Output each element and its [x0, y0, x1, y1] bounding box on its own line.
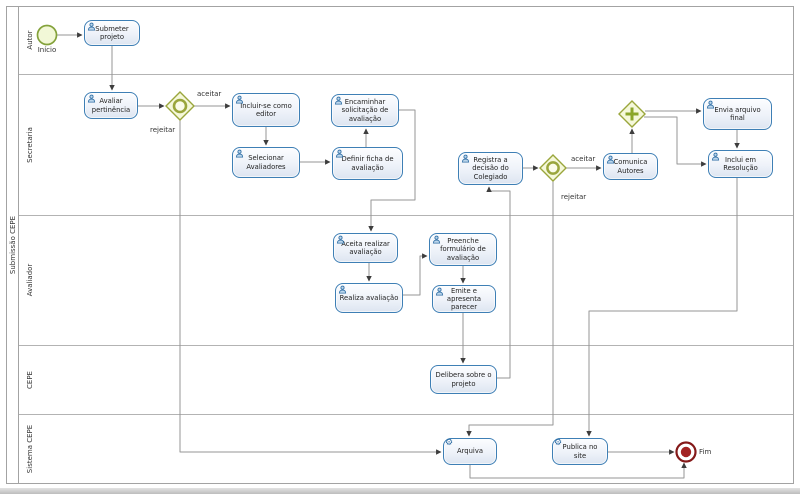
- task-emite-apresenta-parecer[interactable]: Emite e apresenta parecer: [432, 285, 496, 313]
- task-label: Envia arquivo final: [714, 105, 761, 122]
- task-label: Publica no site: [562, 443, 598, 460]
- user-icon: [706, 100, 715, 109]
- task-label: Incluir-se como editor: [240, 101, 292, 118]
- user-icon: [711, 152, 720, 161]
- task-submeter-projeto[interactable]: Submeter projeto: [84, 20, 140, 46]
- task-definir-ficha-avaliacao[interactable]: Definir ficha de avaliação: [332, 147, 403, 180]
- gateway-pertinencia[interactable]: [165, 91, 195, 121]
- user-icon: [335, 149, 344, 158]
- task-encaminhar-solicitacao[interactable]: Encaminhar solicitação de avaliação: [331, 94, 399, 127]
- gear-icon: ⚙: [554, 438, 563, 448]
- task-label: Aceita realizar avaliação: [341, 239, 390, 256]
- task-label: Encaminhar solicitação de avaliação: [341, 98, 389, 123]
- user-icon: [435, 287, 444, 296]
- pool-submissao-cepe: Submissão CEPE Autor Secretaria Avaliado…: [6, 6, 794, 484]
- start-event-label: Início: [37, 46, 57, 54]
- task-label: Emite e apresenta parecer: [446, 286, 482, 312]
- task-label: Preenche formulário de avaliação: [440, 237, 486, 262]
- task-avaliar-pertinencia[interactable]: Avaliar pertinência: [84, 92, 138, 119]
- lane-label-secretaria: Secretaria: [26, 127, 34, 163]
- task-label: Realiza avaliação: [339, 293, 399, 302]
- task-registra-decisao-colegiado[interactable]: Registra a decisão do Colegiado: [458, 152, 523, 185]
- task-envia-arquivo-final[interactable]: Envia arquivo final: [703, 98, 772, 130]
- flow-label-gw2-rejeitar: rejeitar: [561, 193, 587, 201]
- user-icon: [606, 155, 615, 164]
- lane-label-avaliador: Avaliador: [26, 264, 34, 297]
- user-icon: [461, 154, 470, 163]
- task-aceita-realizar-avaliacao[interactable]: Aceita realizar avaliação: [333, 233, 398, 263]
- user-icon: [235, 95, 244, 104]
- task-label: Avaliar pertinência: [91, 97, 131, 114]
- user-icon: [87, 22, 96, 31]
- user-icon: [336, 235, 345, 244]
- end-event-fim[interactable]: [675, 441, 697, 463]
- parallel-gateway[interactable]: [618, 100, 646, 128]
- task-selecionar-avaliadores[interactable]: Selecionar Avaliadores: [232, 147, 300, 178]
- pool-label-strip: Submissão CEPE: [7, 7, 19, 483]
- task-label: Selecionar Avaliadores: [246, 154, 286, 171]
- window-bottom-edge: [0, 488, 800, 494]
- task-label: Registra a decisão do Colegiado: [472, 156, 509, 181]
- lanes-container: Autor Secretaria Avaliador CEPE Sistema …: [19, 7, 793, 483]
- gateway-decisao-colegiado[interactable]: [539, 154, 567, 182]
- lane-label-sistema-cepe: Sistema CEPE: [26, 424, 34, 474]
- task-label: Delibera sobre o projeto: [435, 371, 492, 388]
- start-event-inicio[interactable]: [36, 24, 58, 46]
- gear-icon: ⚙: [445, 438, 454, 448]
- task-label: Definir ficha de avaliação: [341, 155, 394, 172]
- lane-avaliador: Avaliador: [19, 215, 793, 344]
- task-label: Inclui em Resolução: [723, 155, 758, 172]
- flow-label-gw1-aceitar: aceitar: [197, 90, 222, 98]
- user-icon: [334, 96, 343, 105]
- lane-cepe: CEPE: [19, 344, 793, 415]
- flow-label-gw2-aceitar: aceitar: [571, 155, 596, 163]
- task-label: Submeter projeto: [95, 24, 129, 41]
- task-label: Arquiva: [456, 447, 484, 456]
- end-event-label: Fim: [699, 448, 712, 456]
- flow-label-gw1-rejeitar: rejeitar: [150, 126, 176, 134]
- task-realiza-avaliacao[interactable]: Realiza avaliação: [335, 283, 403, 313]
- pool-label: Submissão CEPE: [8, 215, 17, 275]
- task-label: Comunica Autores: [613, 158, 648, 175]
- user-icon: [87, 94, 96, 103]
- lane-secretaria: Secretaria: [19, 73, 793, 215]
- task-preenche-formulario[interactable]: Preenche formulário de avaliação: [429, 233, 497, 266]
- lane-label-cepe: CEPE: [26, 370, 34, 389]
- task-inclui-em-resolucao[interactable]: Inclui em Resolução: [708, 150, 773, 178]
- task-delibera-sobre-projeto[interactable]: Delibera sobre o projeto: [430, 365, 497, 394]
- task-comunica-autores[interactable]: Comunica Autores: [603, 153, 658, 180]
- user-icon: [432, 235, 441, 244]
- task-arquiva[interactable]: ⚙ Arquiva: [443, 438, 497, 465]
- user-icon: [235, 149, 244, 158]
- task-incluir-se-como-editor[interactable]: Incluir-se como editor: [232, 93, 300, 127]
- user-icon: [338, 285, 347, 294]
- task-publica-no-site[interactable]: ⚙ Publica no site: [552, 438, 608, 465]
